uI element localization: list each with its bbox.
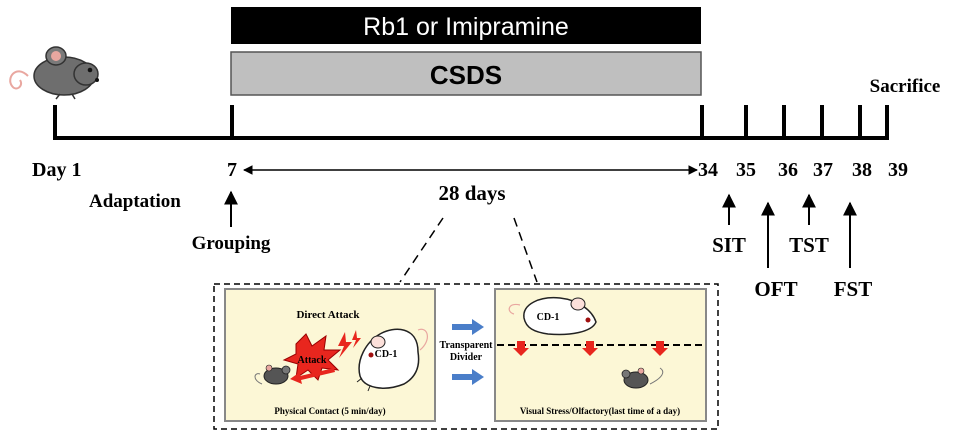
cd1-label-right: CD-1: [537, 312, 560, 323]
adaptation-label: Adaptation: [89, 191, 181, 212]
treatment-bar: [231, 7, 701, 44]
physical-contact-panel: Direct Attack Attack CD-1 Physical Conta…: [224, 288, 436, 422]
csds-bar: [230, 51, 702, 96]
mouse-icon: [9, 46, 99, 100]
day-label-1: Day 1: [32, 159, 81, 181]
resident-mouse-bottom-icon: [621, 367, 664, 389]
lightning-icon: [338, 332, 352, 358]
red-arrow-1-icon: [513, 341, 529, 356]
fst-label: FST: [834, 277, 873, 301]
attack-label: Attack: [298, 355, 327, 366]
day-label-35: 35: [736, 159, 756, 181]
attack-arrow-icon: [290, 368, 335, 384]
resident-mouse-icon: [254, 364, 291, 385]
oft-label: OFT: [754, 277, 797, 301]
divider-label-line1: Transparent: [440, 340, 494, 351]
day-label-36: 36: [778, 159, 798, 181]
sacrifice-label: Sacrifice: [870, 76, 941, 97]
csds-bar-label: CSDS: [430, 60, 502, 90]
zoom-line-left: [399, 217, 444, 283]
duration-label: 28 days: [438, 181, 505, 205]
physical-contact-caption: Physical Contact (5 min/day): [274, 406, 385, 416]
tst-label: TST: [789, 233, 829, 257]
grouping-label: Grouping: [192, 233, 271, 254]
day-label-34: 34: [698, 159, 718, 181]
red-arrow-3-icon: [652, 341, 668, 356]
day-label-7: 7: [227, 159, 237, 181]
divider-label-line2: Divider: [450, 352, 483, 363]
cd1-label-left: CD-1: [375, 349, 398, 360]
red-arrow-2-icon: [582, 341, 598, 356]
day-label-38: 38: [852, 159, 872, 181]
blue-arrow-top-icon: [452, 319, 484, 335]
zoom-line-right: [513, 217, 538, 283]
timeline-axis: [53, 105, 889, 140]
visual-stress-panel: CD-1 Visual Stress/Olfactory(last time o…: [494, 288, 707, 422]
treatment-bar-label: Rb1 or Imipramine: [363, 13, 569, 41]
blue-arrow-bottom-icon: [452, 369, 484, 385]
cd1-mouse-top-icon: [508, 296, 597, 336]
day-label-37: 37: [813, 159, 833, 181]
cd1-mouse-icon: [356, 328, 428, 392]
day-label-39: 39: [888, 159, 908, 181]
sit-label: SIT: [712, 233, 746, 257]
direct-attack-label: Direct Attack: [296, 309, 360, 321]
visual-stress-caption: Visual Stress/Olfactory(last time of a d…: [520, 406, 680, 416]
